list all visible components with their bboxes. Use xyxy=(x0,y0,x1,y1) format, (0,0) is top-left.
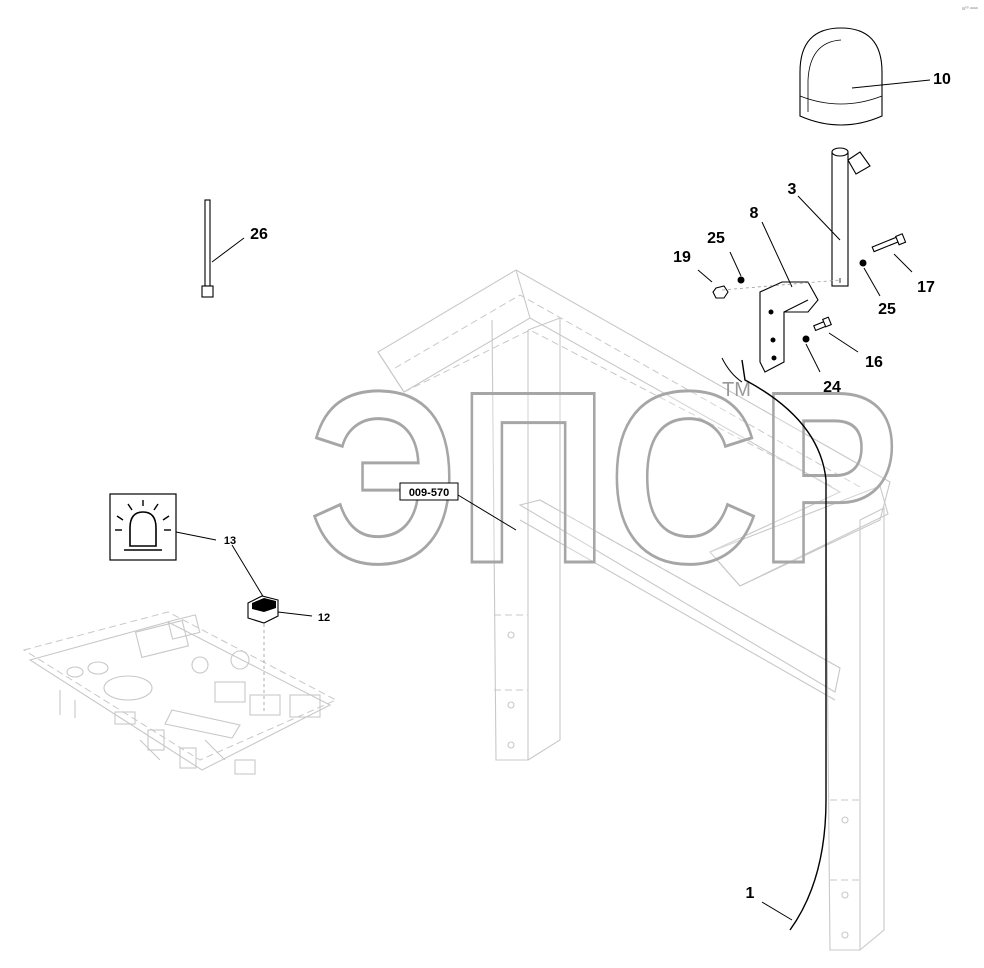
callout-16: 16 xyxy=(865,354,883,371)
callout-1: 1 xyxy=(746,885,755,902)
callout-3: 3 xyxy=(788,181,797,198)
hardware-parts xyxy=(697,233,913,373)
callout-25-left: 25 xyxy=(707,230,725,247)
dashboard-panel xyxy=(22,611,338,775)
beacon-light-symbol xyxy=(109,493,265,599)
cable-tie-part xyxy=(201,199,245,298)
reference-box: 009-570 xyxy=(399,482,517,531)
callout-19: 19 xyxy=(673,249,691,266)
bracket-part xyxy=(759,221,819,373)
callout-8: 8 xyxy=(750,205,759,222)
callout-24: 24 xyxy=(823,379,841,396)
cab-frame xyxy=(377,269,891,951)
watermark-letters: ЭПСР xyxy=(309,340,899,614)
callout-labels: 10 3 8 25 19 17 25 16 24 26 13 12 1 xyxy=(224,71,951,902)
callout-26: 26 xyxy=(250,226,268,243)
beacon-dome-part xyxy=(799,27,931,126)
watermark: ЭПСР TM xyxy=(308,339,901,616)
callout-25-right: 25 xyxy=(878,301,896,318)
callout-10: 10 xyxy=(933,71,951,88)
corner-code: a⁰⁰ ᵃᵃᵃᵃ xyxy=(962,6,978,12)
reference-box-label: 009-570 xyxy=(409,487,449,499)
callout-12: 12 xyxy=(318,612,330,624)
callout-17: 17 xyxy=(917,279,935,296)
mast-tube-part xyxy=(797,147,871,287)
watermark-trademark: TM xyxy=(722,379,751,401)
harness-wire-part xyxy=(721,357,827,931)
switch-part xyxy=(247,595,313,712)
callout-13: 13 xyxy=(224,535,236,547)
